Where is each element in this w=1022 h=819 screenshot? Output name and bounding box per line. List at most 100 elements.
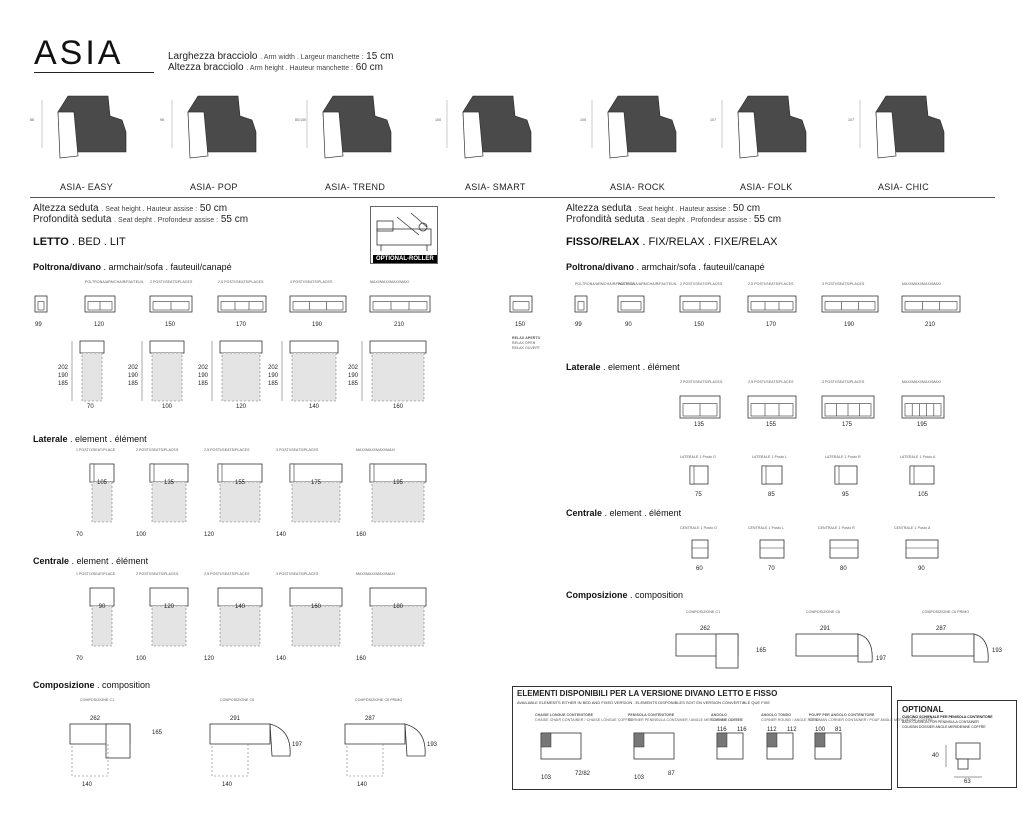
element-2-dim-a: 116 [717,727,727,733]
optional-desc-2: BACK CUSHION FOR PENINSULA CONTAINER [902,720,979,724]
left-poltrona-sub: . armchair/sofa . fauteuil/canapé [103,262,232,272]
right-seat-height-value: 50 cm [732,203,761,214]
model-5-armrest [737,111,759,159]
model-6-drawing [859,95,945,159]
optional-roller-label: OPTIONAL-ROLLER [373,255,437,263]
right-centrale-width-1: 70 [768,566,775,572]
right-poltrona-sofa-0-seat [512,301,530,311]
right-laterale-drawing [679,395,945,485]
right-poltrona-sofa-1-outline [574,295,588,313]
right-centrale-label-3: CENTRALE 1 Posto A [894,526,931,530]
right-poltrona-drawing [509,295,961,313]
letto-title-sub: . BED . LIT [71,236,126,248]
arm-height-translations: . Arm height . Hauteur manchette : [246,65,353,72]
right-centrale-label-0: CENTRALE 1 Posto G [680,526,718,530]
left-comp-width-0: 262 [90,716,101,722]
left-bed-0-frame [79,340,105,354]
brand-title: ASIA [34,34,124,72]
left-laterale-width-0: 105 [96,480,107,486]
right-centrale-2-body [829,539,859,559]
right-centrale-sub: . element . élément [604,508,682,518]
optional-panel: OPTIONAL CUSCINO SCHIENALE PER PENISOLA … [897,700,1017,788]
right-laterale-bottom-label-2: LATERALE 1 Posto R [825,455,861,459]
fisso-title-main: FISSO/RELAX [566,236,640,248]
right-poltrona-width-2: 90 [625,322,632,328]
left-poltrona-sofa-3-seat [220,301,264,311]
model-1-armrest [187,111,209,159]
left-bed-4-depth-1: 190 [348,373,359,379]
optional-cushion-drawing [945,742,982,778]
left-bed-drawing [71,340,427,402]
right-centrale-width-0: 60 [696,566,703,572]
left-laterale-main: Laterale [33,434,68,444]
right-laterale-bottom-label-0: LATERALE 1 Posto G [680,455,716,459]
left-comp-1-corner [269,723,291,757]
model-0-armrest [57,111,79,159]
right-poltrona-width-6: 210 [925,322,936,328]
left-comp-drawing [69,723,426,777]
left-poltrona-label-1: POLTRONA/ARMCHAIR/FAUTEUIL [85,280,144,284]
optional-desc-3: COUSSIN DOSSIER ANGLE MERIDIENNE COFFRE [902,725,986,729]
left-seat-height-label: Altezza seduta [33,203,99,214]
right-poltrona-label-5: 3 POSTI/SEATS/PLACES [822,282,865,286]
left-bed-4-mattress [371,352,425,402]
model-4-height-label: 105 [580,118,587,122]
left-bed-0-depth-2: 185 [58,381,69,387]
left-comp-label-0: COMPOSIZIONE C1 [80,698,115,702]
arm-width-value: 15 cm [366,51,394,62]
right-laterale-top-label-1: 2,5 POSTI/SEATS/PLACES [748,380,794,384]
right-poltrona-width-1: 99 [575,322,582,328]
left-laterale-bottom-1: 100 [136,532,147,538]
right-laterale-top-1-outline [747,395,797,419]
fisso-title-sub: . FIX/RELAX . FIXE/RELAX [642,236,778,248]
left-poltrona-width-4: 190 [312,322,323,328]
left-laterale-drawing [89,463,427,523]
arm-height-value: 60 cm [355,62,384,73]
left-poltrona-drawing [34,295,431,313]
left-seat-height-value: 50 cm [199,203,228,214]
left-poltrona-label-3: 2,5 POSTI/SEATS/PLACES [218,280,264,284]
right-poltrona-sofa-5-seat [824,301,876,311]
elements-drawing [540,732,842,760]
element-4-desc: OTTOMAN CORNER CONTAINER / POUF ANGLE ME… [809,718,933,722]
left-laterale-bottom-2: 120 [204,532,215,538]
right-poltrona-sub: . armchair/sofa . fauteuil/canapé [636,262,765,272]
right-poltrona-sofa-4-seat [750,301,794,311]
right-comp-1-base [795,633,859,657]
left-bed-4-frame [369,340,427,354]
left-bed-1-frame [149,340,185,354]
element-1-dim-a: 103 [634,775,645,781]
right-poltrona-width-0: 150 [515,322,526,328]
left-bed-1-mattress [151,352,183,402]
left-comp-bottom-2: 140 [357,782,368,788]
left-seat-height-translations: . Seat height . Hauteur assise : [101,206,198,213]
element-4-dim-a: 100 [815,727,826,733]
right-laterale-main: Laterale [566,362,601,372]
right-laterale-top-width-3: 195 [917,422,928,428]
left-composizione-main: Composizione [33,680,95,690]
left-laterale-1-bed [151,481,187,523]
left-bed-4-depth-2: 185 [348,381,359,387]
left-poltrona-heading: Poltrona/divano . armchair/sofa . fauteu… [33,262,232,272]
right-composizione-main: Composizione [566,590,628,600]
right-centrale-label-2: CENTRALE 1 Posto R [818,526,855,530]
left-poltrona-sofa-4-seat [292,301,344,311]
optional-roller-panel: OPTIONAL-ROLLER [370,206,438,264]
right-centrale-heading: Centrale . element . élément [566,508,681,518]
left-comp-depth-0: 165 [152,730,163,736]
right-poltrona-sofa-0-outline [509,295,533,313]
element-4-back [814,732,826,748]
left-comp-width-1: 291 [230,716,241,722]
element-1-name: PENISOLA CONTENITORE [628,713,675,717]
model-6-name: ASIA- CHIC [878,182,930,192]
left-laterale-4-bed [371,481,425,523]
left-poltrona-label-2: 2 POSTI/SEATS/PLACES [150,280,193,284]
letto-title: LETTO . BED . LIT [33,236,126,248]
right-laterale-bottom-width-2: 95 [842,492,849,498]
model-6-height-label: 107 [848,118,855,122]
arm-width-label: Larghezza bracciolo [168,51,258,62]
arm-width-translations: . Arm width . Largeur manchette : [260,54,364,61]
element-3-back [766,732,778,748]
right-laterale-bottom-1-arm [761,465,767,485]
right-laterale-top-3-seat [904,403,942,417]
